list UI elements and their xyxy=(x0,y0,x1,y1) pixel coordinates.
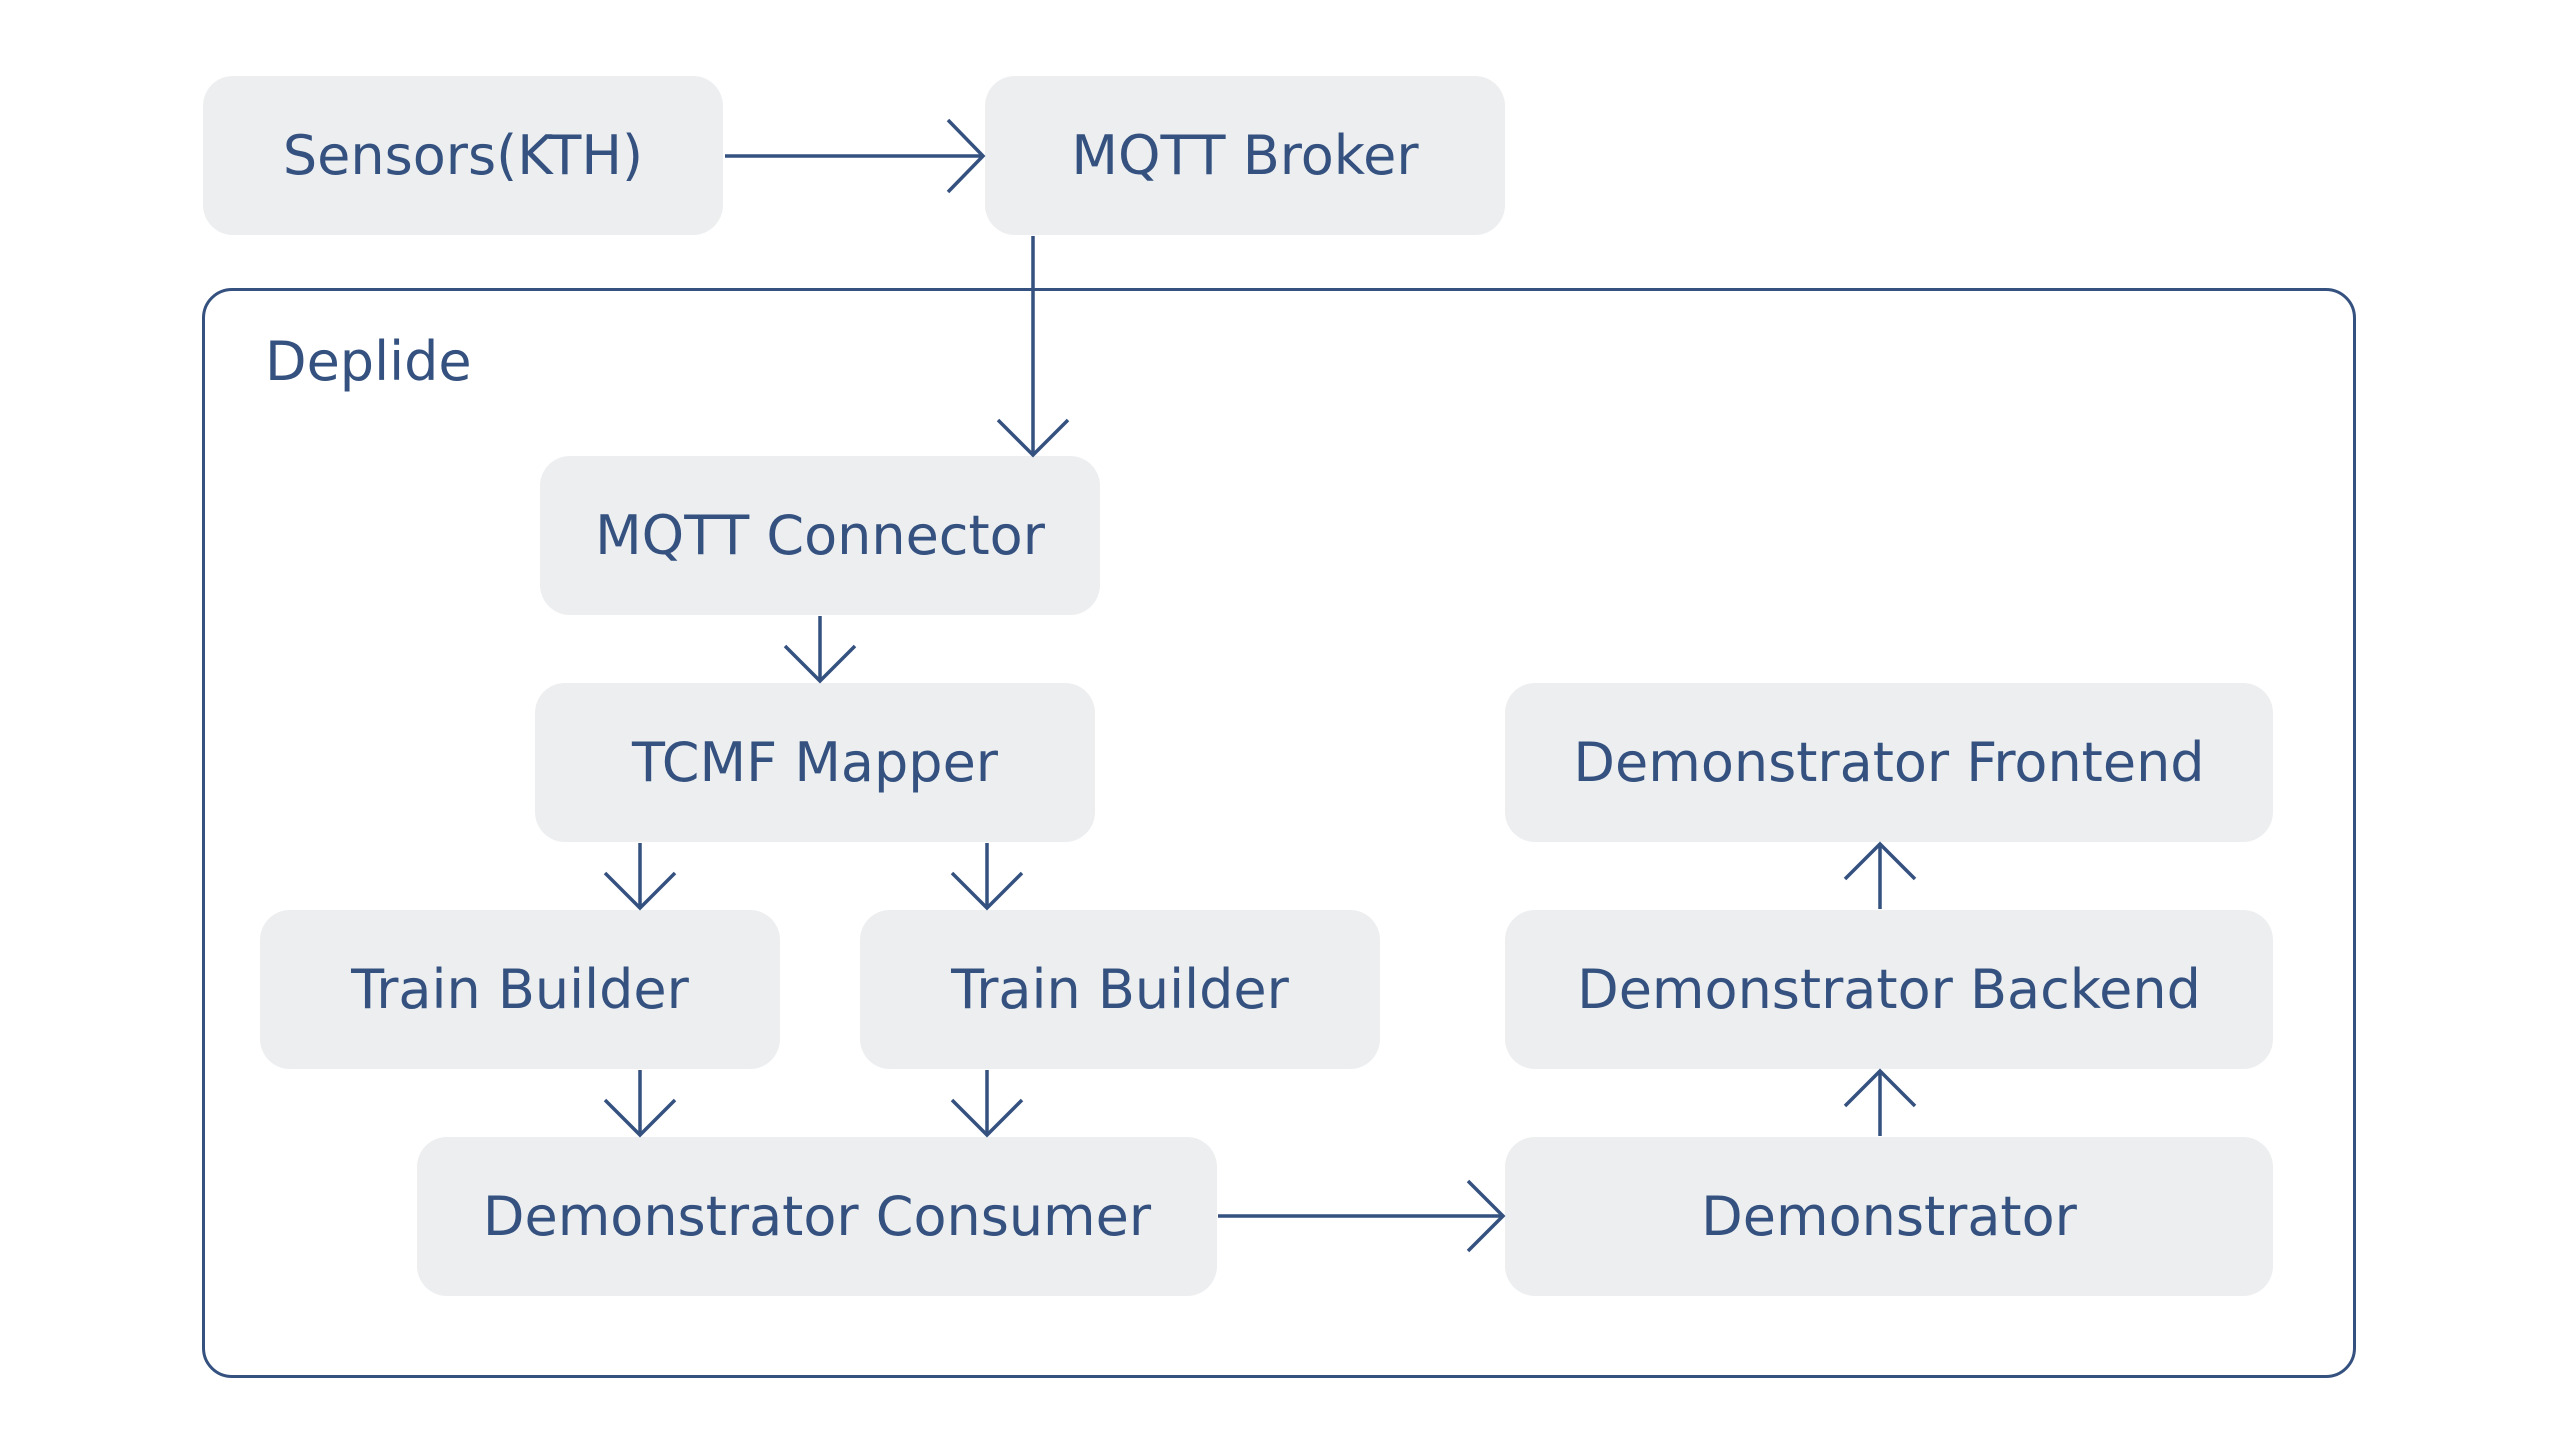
edge-connector-to-mapper xyxy=(783,616,857,684)
node-demonstrator: Demonstrator xyxy=(1505,1137,2273,1296)
deplide-container xyxy=(202,288,2356,1378)
node-train-builder-1: Train Builder xyxy=(260,910,780,1069)
edge-backend-to-frontend xyxy=(1843,841,1917,909)
edge-mapper-to-builder-2 xyxy=(950,843,1024,911)
edge-mapper-to-builder-1 xyxy=(603,843,677,911)
deplide-container-label: Deplide xyxy=(265,330,472,393)
node-tcmf-mapper: TCMF Mapper xyxy=(535,683,1095,842)
edge-builder-1-to-consumer xyxy=(603,1070,677,1138)
edge-broker-to-connector xyxy=(996,236,1070,458)
node-demonstrator-frontend: Demonstrator Frontend xyxy=(1505,683,2273,842)
edge-consumer-to-demonstrator xyxy=(1218,1179,1506,1253)
node-sensors-kth: Sensors(KTH) xyxy=(203,76,723,235)
edge-sensors-to-broker xyxy=(725,118,986,194)
node-demonstrator-consumer: Demonstrator Consumer xyxy=(417,1137,1217,1296)
edge-demonstrator-to-backend xyxy=(1843,1068,1917,1136)
node-mqtt-broker: MQTT Broker xyxy=(985,76,1505,235)
node-demonstrator-backend: Demonstrator Backend xyxy=(1505,910,2273,1069)
node-train-builder-2: Train Builder xyxy=(860,910,1380,1069)
node-mqtt-connector: MQTT Connector xyxy=(540,456,1100,615)
edge-builder-2-to-consumer xyxy=(950,1070,1024,1138)
